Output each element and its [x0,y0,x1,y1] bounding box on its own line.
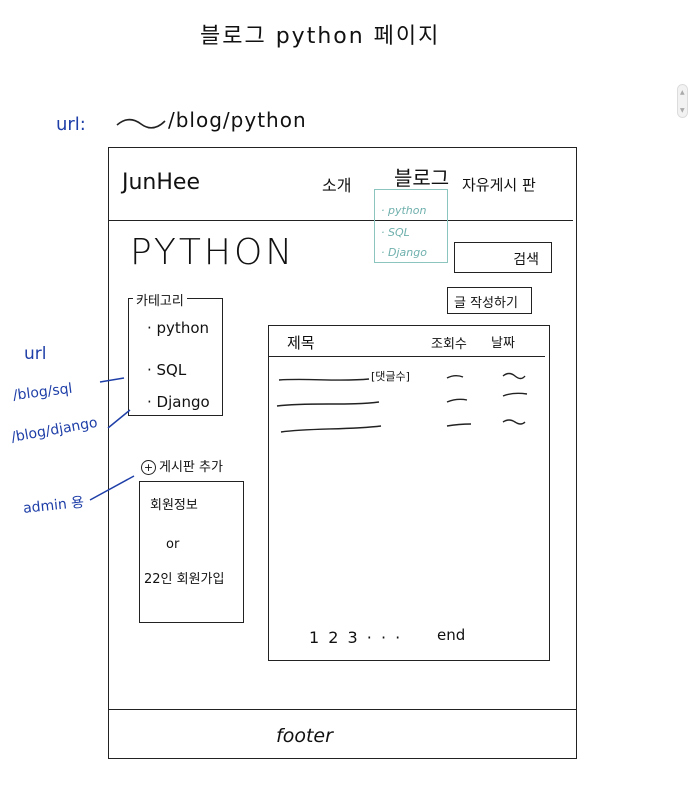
write-post-button[interactable]: 글 작성하기 [447,287,532,314]
footer: footer [276,725,333,747]
category-item-django[interactable]: · Django [147,393,210,411]
search-label: 검색 [513,252,539,268]
category-label: 카테고리 [133,290,187,309]
member-info[interactable]: 회원정보 [150,498,198,513]
post-row-views-squiggle [446,423,472,427]
category-box: 카테고리 · python · SQL · Django [128,290,223,416]
url-django-annotation: /blog/django [10,414,99,446]
tilde-squiggle [116,118,166,129]
board-header-divider [269,356,545,357]
nav-intro[interactable]: 소개 [322,176,352,195]
post-row-views-squiggle [446,398,468,403]
or-text: or [166,537,180,552]
post-row-date-squiggle [502,392,528,397]
url-label: url: [56,114,86,135]
pagination-end[interactable]: end [437,626,466,644]
dropdown-item-django[interactable]: · Django [381,246,427,259]
footer-divider [108,709,577,710]
nav-free-board[interactable]: 자유게시 판 [462,176,536,194]
url-path: /blog/python [168,108,307,132]
post-board: 제목 조회수 날짜 [댓글수] 1 2 3 · · · end [268,325,550,661]
column-views: 조회수 [431,337,467,352]
url-annotation-label: url [24,344,47,364]
write-post-label: 글 작성하기 [454,296,518,311]
nav-blog[interactable]: 블로그 [394,166,450,190]
post-row-date-squiggle [502,419,526,425]
scrollbar[interactable]: ▲▼ [677,84,688,118]
section-title: PYTHON [130,232,296,273]
dropdown-item-python[interactable]: · python [381,204,427,217]
post-row-date-squiggle [502,372,526,380]
blog-dropdown: · python · SQL · Django [374,189,448,263]
column-date: 날짜 [491,336,515,351]
header-divider [108,220,573,221]
comment-count-tag: [댓글수] [371,370,410,383]
search-button[interactable]: 검색 [454,242,552,273]
admin-box: 회원정보 or 22인 회원가입 [139,481,244,623]
brand-logo[interactable]: JunHee [122,170,200,195]
post-row-title-squiggle [278,378,370,381]
url-sql-annotation: /blog/sql [12,380,74,404]
category-item-python[interactable]: · python [147,319,210,337]
column-title: 제목 [287,334,315,352]
signup-link[interactable]: 22인 회원가입 [144,572,225,587]
post-row-title-squiggle [280,425,382,433]
post-row-title-squiggle [276,401,380,407]
dropdown-item-sql[interactable]: · SQL [381,226,410,239]
post-rows-placeholder [276,372,528,433]
page-title: 블로그 python 페이지 [200,24,441,49]
plus-icon: + [141,460,156,475]
category-item-sql[interactable]: · SQL [147,361,187,379]
add-board-button[interactable]: +게시판 추가 [141,456,223,475]
admin-annotation: admin 용 [22,494,85,517]
post-row-views-squiggle [446,375,464,379]
pagination[interactable]: 1 2 3 · · · [309,628,403,647]
add-board-label: 게시판 추가 [159,460,223,475]
wireframe-frame [108,147,577,759]
